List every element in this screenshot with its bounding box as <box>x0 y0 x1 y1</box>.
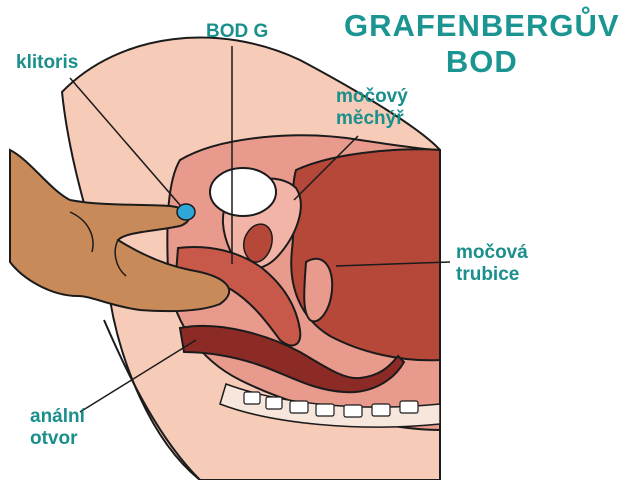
bladder-inner <box>243 223 273 263</box>
label-trubice-line-2: trubice <box>456 263 520 285</box>
label-trubice-line-1: močová <box>456 242 528 263</box>
title-line-1: GRAFENBERGŮV <box>344 8 620 43</box>
label-analni-otvor: anální otvor <box>30 406 85 450</box>
leader-analni <box>79 339 197 413</box>
label-mechyr-line-2: měchýř <box>336 107 404 129</box>
hand <box>9 148 231 313</box>
thigh-outline <box>103 319 201 480</box>
leader-mechyr <box>293 135 359 201</box>
label-mocova-trubice: močová trubice <box>456 242 528 286</box>
title-line-2: BOD <box>445 43 518 79</box>
label-bod-g: BOD G <box>206 21 269 42</box>
label-anal-line-1: anální <box>30 406 85 427</box>
vertebrae <box>243 391 419 418</box>
urethra <box>303 257 334 323</box>
label-mocovy-mechyr: močový měchýř <box>336 86 408 130</box>
leader-lines <box>69 46 451 413</box>
label-klitoris: klitoris <box>16 52 79 73</box>
clitoris-marker <box>176 203 196 221</box>
diagram-title: GRAFENBERGŮV BOD <box>344 8 620 79</box>
leader-trubice <box>335 261 451 267</box>
hand-knuckle-lines <box>69 211 127 277</box>
leader-klitoris <box>69 77 181 206</box>
label-anal-line-2: otvor <box>30 427 78 449</box>
label-mechyr-line-1: močový <box>336 86 408 107</box>
rectum <box>178 324 406 394</box>
pubic-bone <box>209 167 277 217</box>
